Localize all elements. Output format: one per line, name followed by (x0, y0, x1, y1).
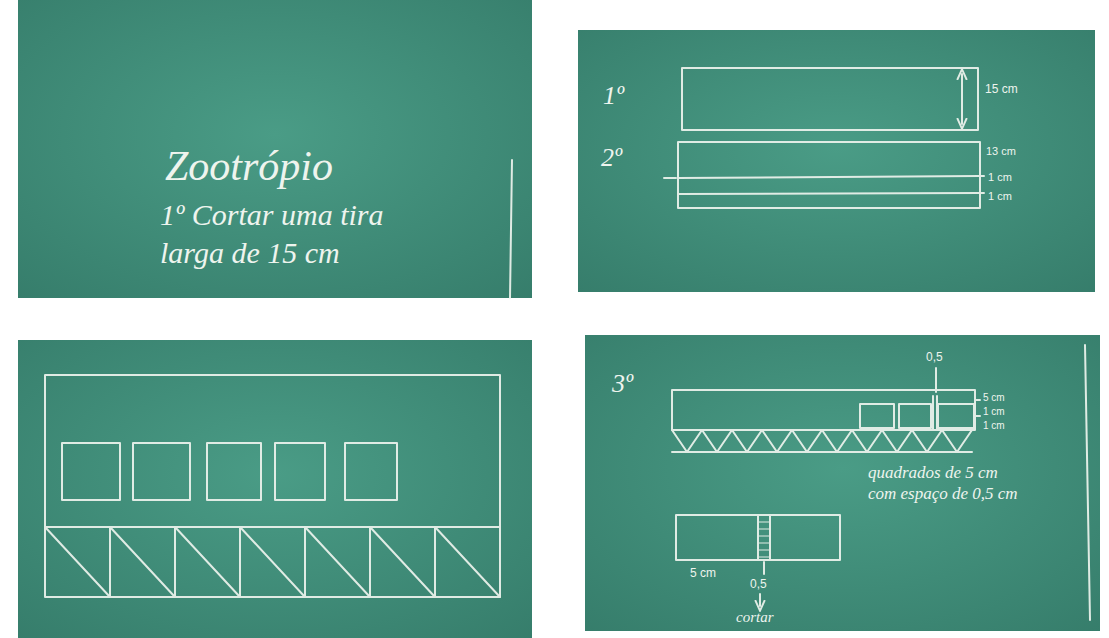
dimension-arrow (961, 74, 963, 124)
dimension-label-wrap: 0,5 (926, 350, 943, 365)
dimension-label: 0,5 (750, 577, 767, 592)
window-square (899, 404, 931, 428)
step-number: 2º (601, 142, 622, 175)
chalk-instruction-wrap: 1º Cortar uma tira larga de 15 cm (160, 196, 432, 271)
chalk-title-wrap: Zootrópio (165, 140, 333, 193)
dimension-label: 13 cm (986, 145, 1016, 159)
fold-line (678, 176, 980, 178)
gap-line (932, 396, 934, 430)
dimension-label: 1 cm (983, 420, 1005, 433)
dimension-label-wrap: 1 cm (983, 406, 1005, 419)
tick-mark (975, 415, 980, 417)
window-square (275, 443, 325, 500)
tick-mark (980, 175, 984, 177)
tick-mark (664, 177, 676, 179)
dimension-label-wrap: 1 cm (983, 420, 1005, 433)
chalk-note-wrap: quadrados de 5 cm com espaço de 0,5 cm (868, 462, 1018, 505)
fold-line (678, 193, 980, 194)
board-edge (1085, 345, 1090, 620)
chalk-note-wrap: cortar (736, 608, 774, 627)
square-detail (676, 515, 840, 560)
dimension-label-wrap: 1 cm (988, 171, 1012, 185)
dimension-label-wrap: 13 cm (986, 145, 1016, 159)
dimension-label: 1 cm (983, 406, 1005, 419)
paper-strip (45, 375, 500, 597)
chalk-title: Zootrópio (165, 140, 333, 193)
dimension-label: 1 cm (988, 171, 1012, 185)
window-square (207, 443, 261, 500)
board-photo (578, 30, 1095, 292)
step-number: 3º (612, 368, 633, 401)
chalk-instruction: 1º Cortar uma tira larga de 15 cm (160, 196, 432, 271)
dimension-label: 1 cm (988, 190, 1012, 204)
dimension-label: 0,5 (926, 350, 943, 365)
tick-mark (975, 399, 980, 401)
paper-strip (678, 142, 980, 208)
diagonal-cuts (45, 527, 500, 597)
board-photo (18, 340, 532, 638)
fold-line (672, 451, 972, 453)
paper-strip (672, 390, 975, 430)
window-square (860, 404, 894, 428)
step-number-wrap: 2º (601, 142, 622, 175)
dimension-label-wrap: 5 cm (983, 392, 1005, 405)
dimension-label: 15 cm (985, 82, 1018, 97)
paper-strip (682, 68, 978, 130)
fold-line (45, 526, 500, 528)
gap-line (936, 396, 938, 430)
dimension-label: 5 cm (690, 566, 716, 581)
step-number-wrap: 1º (603, 80, 624, 113)
leader-line (763, 562, 765, 574)
step-number: 1º (603, 80, 624, 113)
dimension-label: 5 cm (983, 392, 1005, 405)
dimension-label-wrap: 15 cm (985, 82, 1018, 97)
tick-mark (980, 192, 984, 194)
gap-hatch (758, 522, 770, 557)
window-square (938, 404, 974, 428)
window-square (345, 443, 397, 500)
dimension-label-wrap: 1 cm (988, 190, 1012, 204)
board-photo (18, 0, 532, 298)
board-photo (585, 335, 1100, 631)
dimension-label-wrap: 0,5 (750, 577, 767, 592)
chalk-note: quadrados de 5 cm com espaço de 0,5 cm (868, 462, 1018, 505)
step-number-wrap: 3º (612, 368, 633, 401)
down-arrow (759, 594, 761, 606)
zigzag-teeth (672, 430, 972, 452)
window-square (62, 443, 120, 500)
board-edge (510, 160, 512, 298)
leader-line (935, 368, 937, 392)
window-square (133, 443, 190, 500)
chalk-note: cortar (736, 608, 774, 627)
dimension-label-wrap: 5 cm (690, 566, 716, 581)
